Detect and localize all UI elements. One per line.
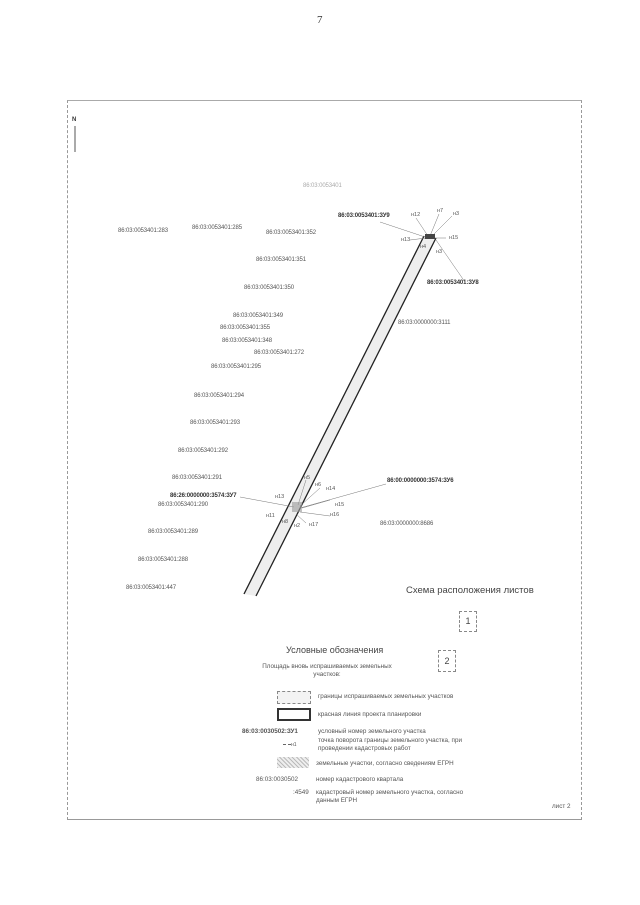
point-label: н17: [309, 522, 319, 528]
legend-subtitle: Площадь вновь испрашиваемых земельных уч…: [262, 663, 392, 678]
legend-title: Условные обозначения: [286, 645, 384, 655]
legend-swatch-red-line: [277, 708, 311, 721]
parcel-label: 86:03:0053401:288: [138, 557, 189, 563]
point-label: н6: [315, 482, 322, 488]
header-faint-label: 86:03:0053401: [303, 183, 342, 189]
parcel-label: 86:03:0053401:292: [178, 448, 229, 454]
parcel-label: 86:03:0053401:447: [126, 585, 177, 591]
point-label: н16: [330, 512, 340, 518]
legend-item-text: условный номер земельного участка: [318, 728, 426, 735]
legend-item-text: земельные участки, согласно сведениям ЕГ…: [316, 760, 454, 767]
sheet-box-2: 2: [438, 650, 456, 672]
parcel-label: 86:03:0000000:8686: [380, 521, 434, 527]
parcel-label: 86:03:0000000:3111: [398, 320, 451, 326]
legend-symbol: 86:03:0030502:ЗУ1: [242, 728, 298, 735]
point-label: н11: [266, 513, 275, 519]
legend-point-symbol: н1: [291, 742, 297, 748]
map-frame: [67, 100, 582, 820]
top-node-cluster: [425, 234, 435, 239]
legend-item-text: номер кадастрового квартала: [316, 776, 404, 783]
bottom-leaders: [239, 479, 387, 524]
page-number: 7: [317, 14, 323, 26]
strip-edge-right: [255, 237, 437, 597]
point-label: н13: [401, 237, 411, 243]
point-label: н15: [335, 502, 345, 508]
parcel-label: 86:03:0053401:290: [158, 502, 209, 508]
point-label: н3: [436, 249, 443, 255]
parcel-label: 86:03:0053401:351: [256, 257, 307, 263]
legend-item-text: красная линия проекта планировки: [318, 711, 422, 718]
north-label: N: [72, 117, 77, 123]
strip-edge-left: [243, 235, 425, 595]
legend-item-text: границы испрашиваемых земельных участков: [318, 693, 454, 700]
point-label: н2: [294, 523, 301, 529]
point-label: н8: [282, 519, 289, 525]
legend-item-text: точка поворота границы земельного участк…: [318, 737, 462, 752]
legend-item-text: кадастровый номер земельного участка, со…: [316, 789, 464, 804]
sheet-scheme-title: Схема расположения листов: [406, 585, 534, 596]
point-label: н4: [420, 244, 427, 250]
point-label: н3: [453, 211, 460, 217]
parcel-label: 86:03:0053401:348: [222, 338, 273, 344]
sheet-box-1: 1: [459, 611, 477, 632]
legend-symbol: 86:03:0030502: [256, 776, 299, 783]
parcel-label: 86:03:0053401:272: [254, 350, 305, 356]
new-parcel-label: 86:26:0000000:3574:ЗУ7: [170, 493, 237, 499]
point-label: н5: [304, 475, 311, 481]
parcel-label: 86:03:0053401:294: [194, 393, 245, 399]
point-label: н13: [275, 494, 285, 500]
point-label: н14: [326, 486, 336, 492]
parcel-label: 86:03:0053401:349: [233, 313, 284, 319]
parcel-label: 86:03:0053401:283: [118, 228, 169, 234]
point-label: н7: [437, 208, 444, 214]
point-label: н12: [411, 212, 421, 218]
legend-symbol: н1: [283, 741, 297, 749]
parcel-label: 86:03:0053401:295: [211, 364, 262, 370]
new-parcel-label: 86:03:0053401:ЗУ9: [338, 213, 390, 219]
parcel-label: 86:03:0053401:352: [266, 230, 317, 236]
sheet-label: лист 2: [552, 803, 571, 810]
legend-symbol: :4549: [293, 789, 309, 796]
bottom-node-cluster: [292, 502, 302, 512]
new-parcel-label: 86:03:0053401:ЗУ8: [427, 280, 479, 286]
point-label: н15: [449, 235, 459, 241]
point-marker-icon: [283, 744, 291, 746]
legend-swatch-boundary: [277, 691, 311, 704]
parcel-label: 86:03:0053401:355: [220, 325, 271, 331]
parcel-label: 86:03:0053401:350: [244, 285, 295, 291]
parcel-label: 86:03:0053401:291: [172, 475, 223, 481]
top-leaders: [379, 213, 466, 283]
parcel-label: 86:03:0053401:285: [192, 225, 243, 231]
new-parcel-label: 86:00:0000000:3574:ЗУ6: [387, 478, 454, 484]
parcel-label: 86:03:0053401:289: [148, 529, 199, 535]
parcel-label: 86:03:0053401:293: [190, 420, 241, 426]
legend-swatch-egrn: [277, 757, 309, 768]
